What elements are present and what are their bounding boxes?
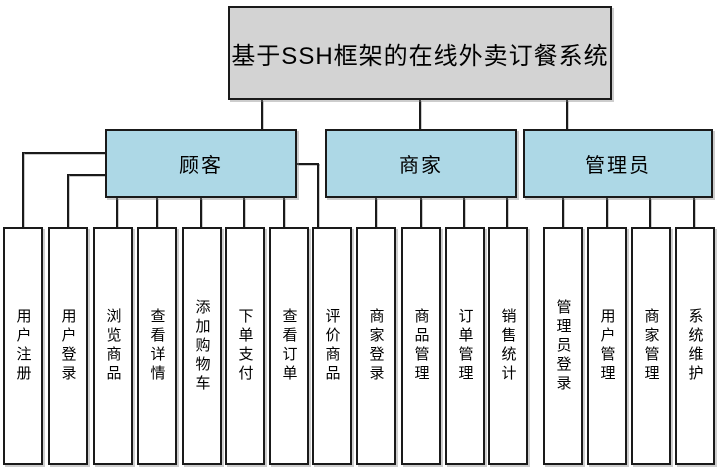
connector-customer-login — [67, 174, 69, 227]
leaf-label: 销售统计 — [499, 308, 517, 384]
leaf-node-view-orders: 查看订单 — [269, 227, 309, 465]
leaf-label: 订单管理 — [456, 308, 474, 384]
branch-label-customer: 顾客 — [179, 155, 223, 177]
connector-merchant-product — [420, 198, 422, 227]
connector-root-admin — [566, 100, 568, 130]
leaf-label: 用户管理 — [598, 308, 616, 384]
connector-customer-browse — [116, 198, 118, 227]
branch-node-admin: 管理员 — [523, 129, 713, 198]
root-node-title: 基于SSH框架的在线外卖订餐系统 — [231, 42, 609, 70]
branch-label-admin: 管理员 — [585, 155, 651, 177]
connector-customer-review — [317, 163, 319, 227]
connector-customer-orders — [283, 198, 285, 227]
leaf-node-order-payment: 下单支付 — [225, 227, 265, 465]
connector-merchant-login — [375, 198, 377, 227]
leaf-label: 商家登录 — [367, 308, 385, 384]
leaf-label: 管理员登录 — [554, 298, 572, 394]
root-node: 基于SSH框架的在线外卖订餐系统 — [228, 6, 612, 100]
leaf-label: 用户注册 — [14, 308, 32, 384]
connector-customer-login — [67, 174, 107, 176]
leaf-node-admin-login: 管理员登录 — [543, 227, 583, 465]
connector-customer-details — [156, 198, 158, 227]
leaf-node-view-details: 查看详情 — [137, 227, 177, 465]
connector-merchant-order — [463, 198, 465, 227]
connector-admin-user — [606, 198, 608, 227]
leaf-node-user-register: 用户注册 — [3, 227, 43, 465]
branch-label-merchant: 商家 — [399, 155, 443, 177]
leaf-label: 系统维护 — [686, 308, 704, 384]
leaf-label: 评价商品 — [323, 308, 341, 384]
leaf-label: 用户登录 — [59, 308, 77, 384]
leaf-node-system-maintenance: 系统维护 — [675, 227, 715, 465]
connector-customer-cart — [200, 198, 202, 227]
leaf-node-browse-products: 浏览商品 — [93, 227, 133, 465]
leaf-label: 查看订单 — [280, 308, 298, 384]
connector-admin-merchant — [649, 198, 651, 227]
leaf-label: 浏览商品 — [104, 308, 122, 384]
connector-merchant-sales — [506, 198, 508, 227]
connector-customer-register — [22, 152, 24, 227]
leaf-node-sales-statistics: 销售统计 — [488, 227, 528, 465]
connector-customer-pay — [243, 198, 245, 227]
connector-customer-review — [297, 163, 319, 165]
leaf-node-product-management: 商品管理 — [401, 227, 441, 465]
leaf-node-review-products: 评价商品 — [312, 227, 352, 465]
leaf-node-merchant-login: 商家登录 — [356, 227, 396, 465]
leaf-node-add-to-cart: 添加购物车 — [182, 227, 222, 465]
leaf-label: 查看详情 — [148, 308, 166, 384]
leaf-label: 商品管理 — [412, 308, 430, 384]
leaf-node-order-management: 订单管理 — [445, 227, 485, 465]
leaf-label: 商家管理 — [642, 308, 660, 384]
leaf-node-user-management: 用户管理 — [587, 227, 627, 465]
leaf-node-user-login: 用户登录 — [48, 227, 88, 465]
leaf-node-merchant-management: 商家管理 — [631, 227, 671, 465]
branch-node-customer: 顾客 — [105, 129, 297, 198]
branch-node-merchant: 商家 — [325, 129, 517, 198]
connector-customer-register — [22, 152, 107, 154]
leaf-label: 添加购物车 — [193, 298, 211, 394]
leaf-label: 下单支付 — [236, 308, 254, 384]
connector-admin-maintenance — [693, 198, 695, 227]
connector-admin-login — [562, 198, 564, 227]
connector-root-customer — [261, 100, 263, 130]
connector-root-merchant — [419, 100, 421, 130]
